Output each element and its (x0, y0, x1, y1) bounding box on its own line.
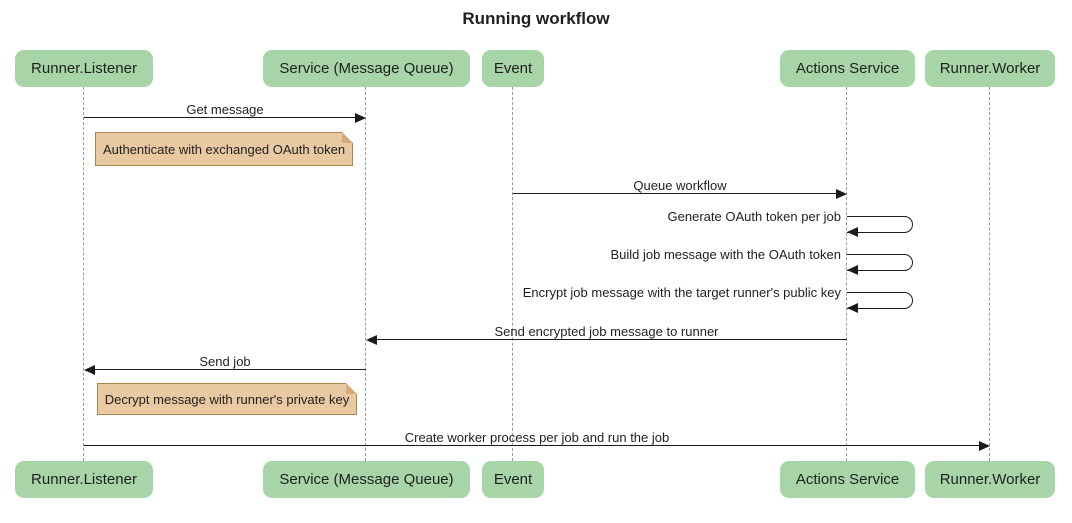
msg-send-job-line (95, 369, 366, 370)
msg-send-encrypted-line (377, 339, 847, 340)
msg-encrypt-job-message-label: Encrypt job message with the target runn… (522, 285, 841, 300)
diagram-title: Running workflow (462, 9, 610, 28)
msg-build-job-message-arrowhead (847, 265, 858, 275)
participant-event-bottom: Event (482, 461, 544, 498)
msg-encrypt-job-message-arrowhead (847, 303, 858, 313)
msg-create-worker-arrowhead (979, 441, 990, 451)
note-decrypt-text: Decrypt message with runner's private ke… (104, 391, 350, 407)
msg-build-job-message-label: Build job message with the OAuth token (610, 247, 841, 262)
note-authenticate-text: Authenticate with exchanged OAuth token (102, 141, 346, 157)
msg-create-worker-label: Create worker process per job and run th… (404, 430, 670, 445)
msg-generate-oauth-arrowhead (847, 227, 858, 237)
note-fold-icon (342, 132, 353, 143)
msg-generate-oauth-selfloop (847, 216, 913, 233)
participant-runner-worker-top: Runner.Worker (925, 50, 1055, 87)
msg-get-message-label: Get message (186, 102, 264, 117)
participant-actions-service-bottom: Actions Service (780, 461, 915, 498)
msg-send-encrypted-label: Send encrypted job message to runner (494, 324, 719, 339)
msg-queue-workflow-arrowhead (836, 189, 847, 199)
msg-get-message-arrowhead (355, 113, 366, 123)
participant-actions-service-top: Actions Service (780, 50, 915, 87)
msg-build-job-message-selfloop (847, 254, 913, 271)
participant-runner-listener-bottom: Runner.Listener (15, 461, 153, 498)
lifeline-runner-worker (989, 87, 990, 461)
msg-queue-workflow-label: Queue workflow (633, 178, 727, 193)
msg-get-message-line (84, 117, 357, 118)
lifeline-actions-service (846, 87, 847, 461)
note-authenticate: Authenticate with exchanged OAuth token (95, 132, 353, 166)
participant-runner-listener-top: Runner.Listener (15, 50, 153, 87)
participant-event-top: Event (482, 50, 544, 87)
note-decrypt: Decrypt message with runner's private ke… (97, 383, 357, 415)
participant-runner-worker-bottom: Runner.Worker (925, 461, 1055, 498)
msg-queue-workflow-line (513, 193, 837, 194)
note-fold-icon (346, 383, 357, 394)
participant-service-message-queue-bottom: Service (Message Queue) (263, 461, 470, 498)
participant-service-message-queue-top: Service (Message Queue) (263, 50, 470, 87)
msg-generate-oauth-label: Generate OAuth token per job (667, 209, 841, 224)
lifeline-event (512, 87, 513, 461)
lifeline-service-message-queue (365, 87, 366, 461)
msg-send-job-arrowhead (84, 365, 95, 375)
msg-encrypt-job-message-selfloop (847, 292, 913, 309)
msg-create-worker-line (84, 445, 980, 446)
lifeline-runner-listener (83, 87, 84, 461)
msg-send-job-label: Send job (199, 354, 251, 369)
msg-send-encrypted-arrowhead (366, 335, 377, 345)
